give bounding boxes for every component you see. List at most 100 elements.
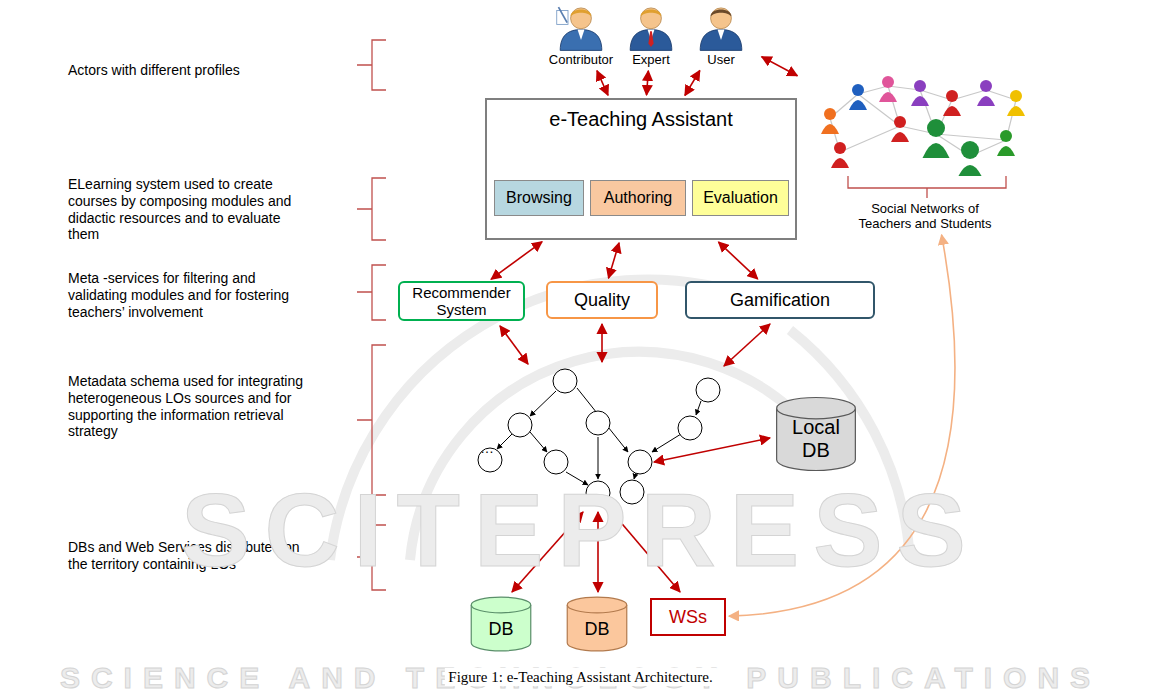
drawn-line: [724, 324, 770, 366]
connector-arrow: [762, 57, 798, 76]
module-box: Browsing: [494, 180, 584, 216]
node-text: Browsing: [502, 189, 576, 207]
connector-arrow: [647, 71, 649, 95]
drawn-shape: [471, 597, 531, 613]
drawn-shape: [834, 142, 846, 154]
drawn-circle: [508, 413, 532, 437]
drawn-shape: [777, 398, 856, 419]
drawn-circle: [696, 378, 720, 402]
node-text: Quality: [570, 290, 634, 311]
actor-icon: [625, 2, 677, 52]
node-text: Expert: [628, 53, 674, 68]
drawn-shape: [977, 96, 995, 106]
drawn-path: [357, 265, 386, 320]
drawn-line: [696, 401, 701, 415]
drawn-shape: [1007, 106, 1025, 116]
drawn-line: [577, 388, 628, 452]
drawn-shape: [578, 30, 585, 40]
drawn-circle: [678, 416, 702, 440]
layer-description: …: [480, 440, 504, 457]
connector-arrow: [685, 71, 700, 96]
drawn-line: [497, 434, 512, 449]
actor-contributor: Contributor: [543, 2, 619, 68]
drawn-shape: [630, 30, 672, 51]
drawn-shape: [831, 158, 849, 168]
module-box: Authoring: [590, 180, 686, 216]
drawn-shape: [852, 84, 864, 96]
drawn-shape: [840, 126, 900, 152]
system-box: e-Teaching AssistantBrowsing Authoring Eva…: [485, 98, 797, 240]
drawn-circle: [586, 411, 610, 435]
drawn-shape: [882, 76, 894, 88]
drawn-shape: [879, 92, 897, 102]
drawn-shape: [946, 90, 958, 102]
layer-description: Actors with different profiles: [68, 62, 338, 79]
node-text: Recommender System: [400, 284, 523, 319]
service-box: Gamification: [685, 281, 875, 319]
actor-icon: [695, 2, 747, 52]
drawn-shape: [997, 146, 1015, 156]
drawn-shape: [891, 132, 909, 142]
layer-description: Meta -services for filtering and validat…: [68, 270, 313, 320]
drawn-shape: [943, 106, 961, 116]
node-text: Gamification: [726, 290, 834, 311]
drawn-shape: [700, 30, 742, 51]
drawn-shape: [936, 134, 1006, 140]
connector-arrow: [597, 71, 608, 96]
drawn-path: [357, 178, 386, 240]
social-network: Social Networks of Teachers and Students: [800, 56, 1050, 232]
actor-expert: Expert: [613, 2, 689, 68]
node-text: WSs: [665, 607, 711, 628]
connector-arrow: [719, 242, 758, 279]
social-network-icon: [800, 56, 1050, 176]
connector-arrow: [609, 243, 619, 278]
drawn-shape: [1010, 90, 1022, 102]
drawn-line: [530, 391, 556, 416]
drawn-shape: [894, 116, 906, 128]
drawn-shape: [961, 141, 979, 159]
drawn-shape: [927, 119, 945, 137]
drawn-line: [654, 438, 770, 462]
node-text: DB: [484, 619, 517, 640]
database-cylinder: DB: [566, 596, 628, 652]
drawn-shape: [980, 80, 992, 92]
drawn-shape: [957, 165, 984, 176]
node-text: Contributor: [545, 53, 617, 68]
drawn-line: [500, 326, 528, 364]
database-cylinder: Local DB: [775, 396, 857, 472]
node-text: Social Networks of Teachers and Students: [846, 202, 1004, 232]
drawn-shape: [821, 124, 839, 134]
drawn-circle: [628, 450, 652, 474]
drawn-shape: [777, 408, 856, 470]
drawn-shape: [571, 8, 592, 29]
drawn-shape: [560, 30, 602, 51]
drawn-line: [601, 324, 603, 362]
drawn-shape: [648, 31, 653, 47]
database-cylinder: DB: [470, 596, 532, 652]
drawn-path: [357, 40, 386, 90]
service-box: Recommender System: [398, 281, 525, 321]
web-services-box: WSs: [650, 598, 726, 636]
drawn-shape: [1000, 130, 1012, 142]
drawn-shape: [641, 9, 662, 16]
drawn-circle: [553, 369, 577, 393]
drawn-shape: [824, 108, 836, 120]
node-text: Local DB: [784, 416, 848, 462]
layer-description: Metadata schema used for integrating het…: [68, 373, 306, 440]
drawn-path: [848, 176, 1006, 198]
drawn-line: [652, 434, 681, 452]
connector-arrow: [491, 242, 542, 279]
module-box: Evaluation: [692, 180, 789, 216]
drawn-shape: [711, 9, 732, 16]
drawn-shape: [711, 8, 732, 29]
watermark-text: SCITEPRESS: [0, 468, 1161, 593]
drawn-shape: [558, 7, 567, 23]
node-text: User: [703, 53, 738, 68]
node-text: e-Teaching Assistant: [545, 108, 736, 131]
drawn-shape: [641, 8, 662, 29]
drawn-circle: [544, 450, 568, 474]
drawn-shape: [718, 30, 725, 40]
node-text: Authoring: [600, 189, 677, 207]
drawn-shape: [923, 143, 950, 158]
drawn-shape: [911, 96, 929, 106]
